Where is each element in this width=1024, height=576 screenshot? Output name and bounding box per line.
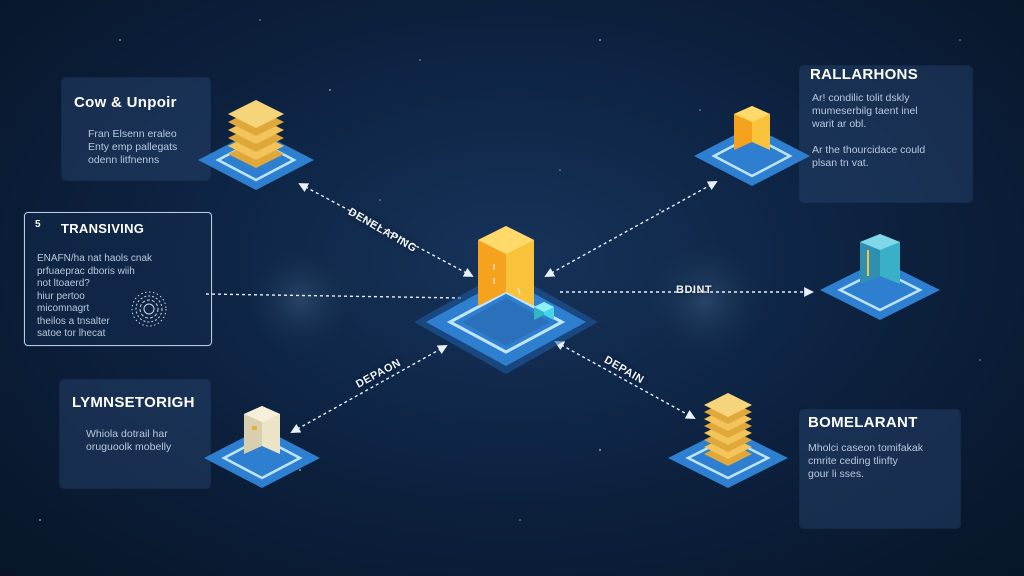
panel-badge: 5 [35, 219, 41, 230]
node-bottom-right [668, 393, 788, 488]
panel-body: Whiola dotrail har oruguoolk mobelly [86, 428, 172, 453]
fingerprint-icon [131, 291, 167, 327]
node-top-right [694, 106, 810, 186]
panel-title: TRANSIVING [61, 221, 145, 236]
node-bottom-left [204, 406, 320, 488]
central-hub [414, 226, 598, 374]
panel-body: Fran Elsenn eraleo Enty emp pallegats od… [88, 128, 178, 166]
connector-upper-left [298, 183, 474, 277]
left-glow-orb [245, 245, 355, 355]
panel-bottom-left: LYMNSETORIGH Whiola dotrail har oruguool… [60, 380, 210, 488]
node-top-left [198, 100, 314, 190]
panel-title: RALLARHONS [810, 66, 918, 83]
panel-title: Cow & Unpoir [74, 94, 177, 111]
panel-body: ENAFN/ha nat haols cnak prfuaeprac dbori… [37, 253, 153, 339]
panel-title: LYMNSETORIGH [72, 394, 195, 411]
panel-top-left: Cow & Unpoir Fran Elsenn eraleo Enty emp… [62, 78, 210, 180]
panel-body: Mholci caseon tomifakak cmrite ceding tl… [808, 442, 923, 480]
panel-bottom-right: BOMELARANT Mholci caseon tomifakak cmrit… [800, 410, 960, 528]
panel-title: BOMELARANT [808, 414, 918, 431]
panel-top-right: RALLARHONS Ar! condilic tolit dskly mume… [800, 66, 972, 202]
node-right [820, 234, 940, 320]
panel-body: Ar! condilic tolit dskly mumeserbilg tae… [812, 92, 918, 130]
connector-lower-left [290, 345, 448, 433]
connector-lower-right [554, 341, 696, 419]
panel-body-secondary: Ar the thourcidace could plsan tn vat. [812, 144, 926, 169]
connector-upper-right [544, 181, 718, 277]
panel-mid-left: 5 TRANSIVING ENAFN/ha nat haols cnak prf… [24, 212, 212, 346]
edge-label-right: BDINT [676, 284, 713, 296]
right-glow-orb [645, 240, 765, 360]
star-field [39, 19, 981, 521]
connector-left [205, 293, 463, 299]
